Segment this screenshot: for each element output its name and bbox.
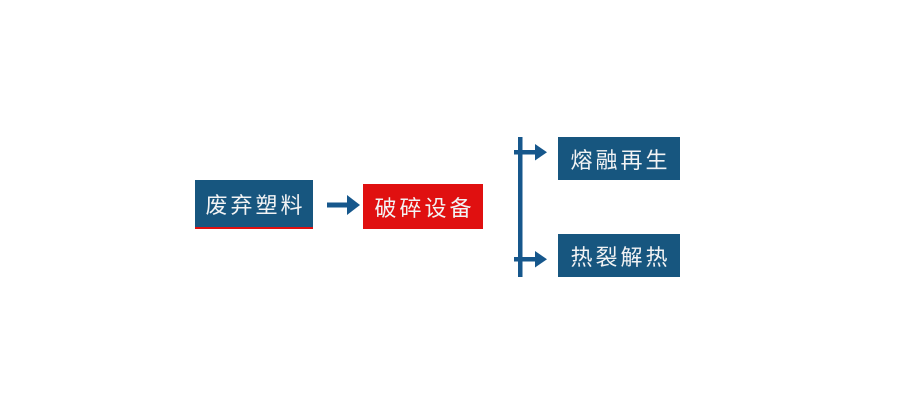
branch-trunk-line (518, 137, 523, 277)
node-melt-regeneration-label: 熔融再生 (570, 147, 671, 173)
branch-top-shaft (514, 150, 536, 155)
node-crushing-equipment: 破碎设备 (363, 184, 483, 229)
branch-top-arrowhead-icon (535, 144, 547, 161)
node-melt-regeneration: 熔融再生 (558, 137, 680, 180)
node-pyrolysis-heat: 热裂解热 (558, 234, 680, 277)
branch-bottom-arrowhead-icon (535, 251, 547, 268)
branch-bottom-shaft (514, 257, 536, 262)
node-waste-plastic: 废弃塑料 (195, 180, 313, 229)
arrow-right-icon (327, 195, 360, 215)
node-waste-plastic-label: 废弃塑料 (205, 192, 306, 218)
branch-connector (514, 137, 547, 277)
node-pyrolysis-heat-label: 热裂解热 (570, 244, 671, 270)
node-crushing-equipment-label: 破碎设备 (374, 195, 475, 221)
